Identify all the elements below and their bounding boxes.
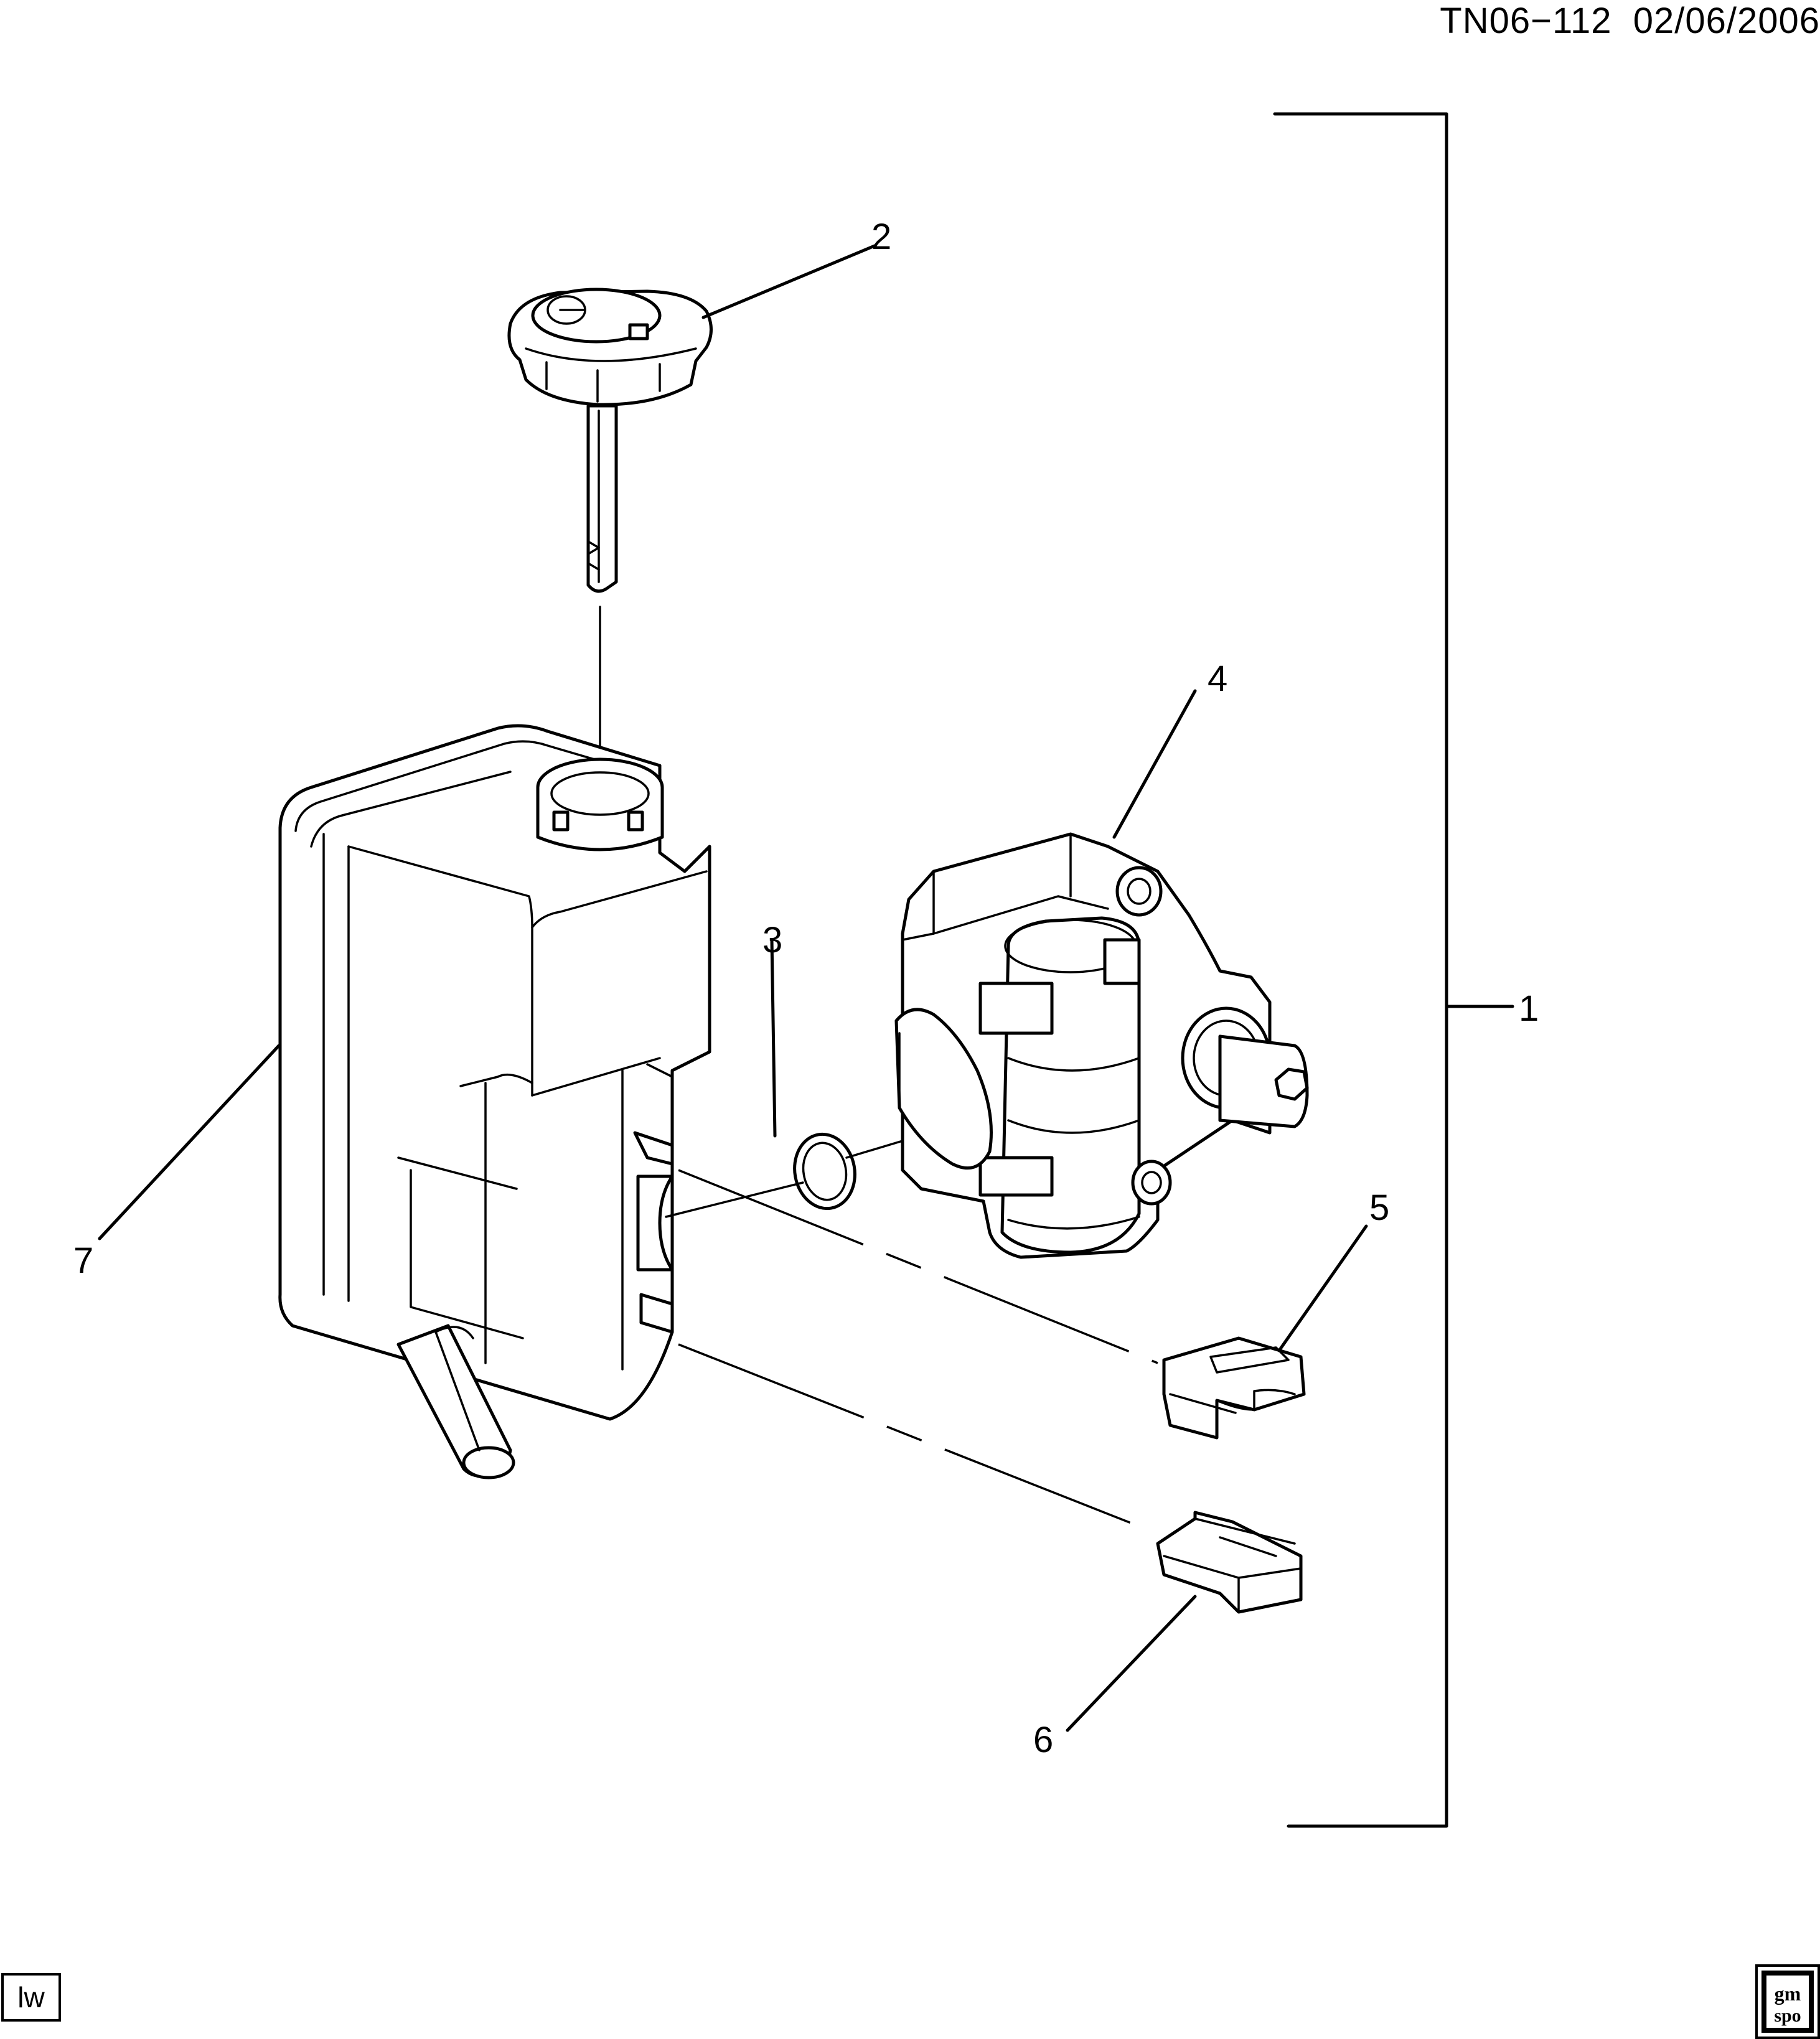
- callout-2: 2: [871, 217, 891, 257]
- retaining-clip-lower-part: [1156, 1511, 1303, 1614]
- drawing-id: TN06−112: [1440, 1, 1612, 41]
- retaining-clip-upper-part: [1162, 1336, 1306, 1440]
- clip-alignment-line-upper: [678, 1169, 1158, 1364]
- callout-5: 5: [1369, 1188, 1389, 1228]
- logo-text-bottom: spo: [1774, 2005, 1801, 2026]
- callout-1: 1: [1519, 988, 1539, 1029]
- drawing-header: TN06−112 02/06/2006: [1440, 0, 1820, 42]
- port-alignment-line-a: [665, 1181, 804, 1218]
- drawing-date: 02/06/2006: [1633, 1, 1820, 41]
- power-steering-pump-part: [894, 832, 1309, 1259]
- callout-4: 4: [1208, 659, 1227, 699]
- leader-lines: [98, 244, 1368, 1732]
- reservoir-cap-part: [507, 288, 713, 593]
- logo-text-top: gm: [1775, 1982, 1801, 2005]
- assembly-bracket: [1273, 112, 1514, 1828]
- fluid-reservoir-part: [278, 724, 711, 1479]
- callout-3: 3: [762, 920, 782, 960]
- clip-alignment-line-lower: [678, 1343, 1152, 1532]
- callout-6: 6: [1033, 1720, 1053, 1760]
- port-alignment-line-b: [845, 1138, 910, 1159]
- callout-7: 7: [73, 1240, 93, 1281]
- lw-badge: lw: [1, 1973, 61, 2022]
- o-ring-part: [793, 1132, 856, 1211]
- gm-spo-logo: gm spo: [1755, 1964, 1820, 2039]
